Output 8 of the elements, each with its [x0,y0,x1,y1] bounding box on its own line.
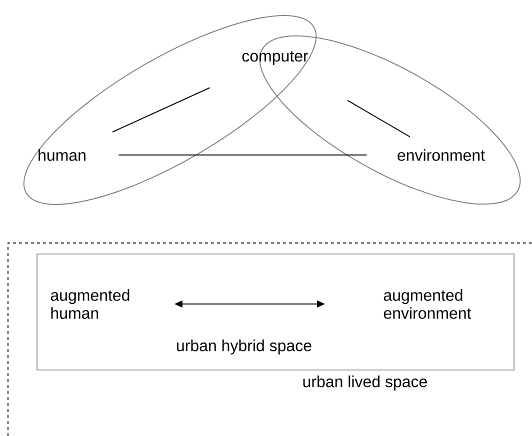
label-text: human [38,149,86,161]
connector-line [346,100,410,138]
label-text: computer [242,51,308,65]
label-text: augmented human [50,289,130,319]
label-text: environment [398,149,485,161]
label-text: augmented environment [384,289,472,319]
connector-line [112,87,210,132]
connector-line [118,154,368,156]
